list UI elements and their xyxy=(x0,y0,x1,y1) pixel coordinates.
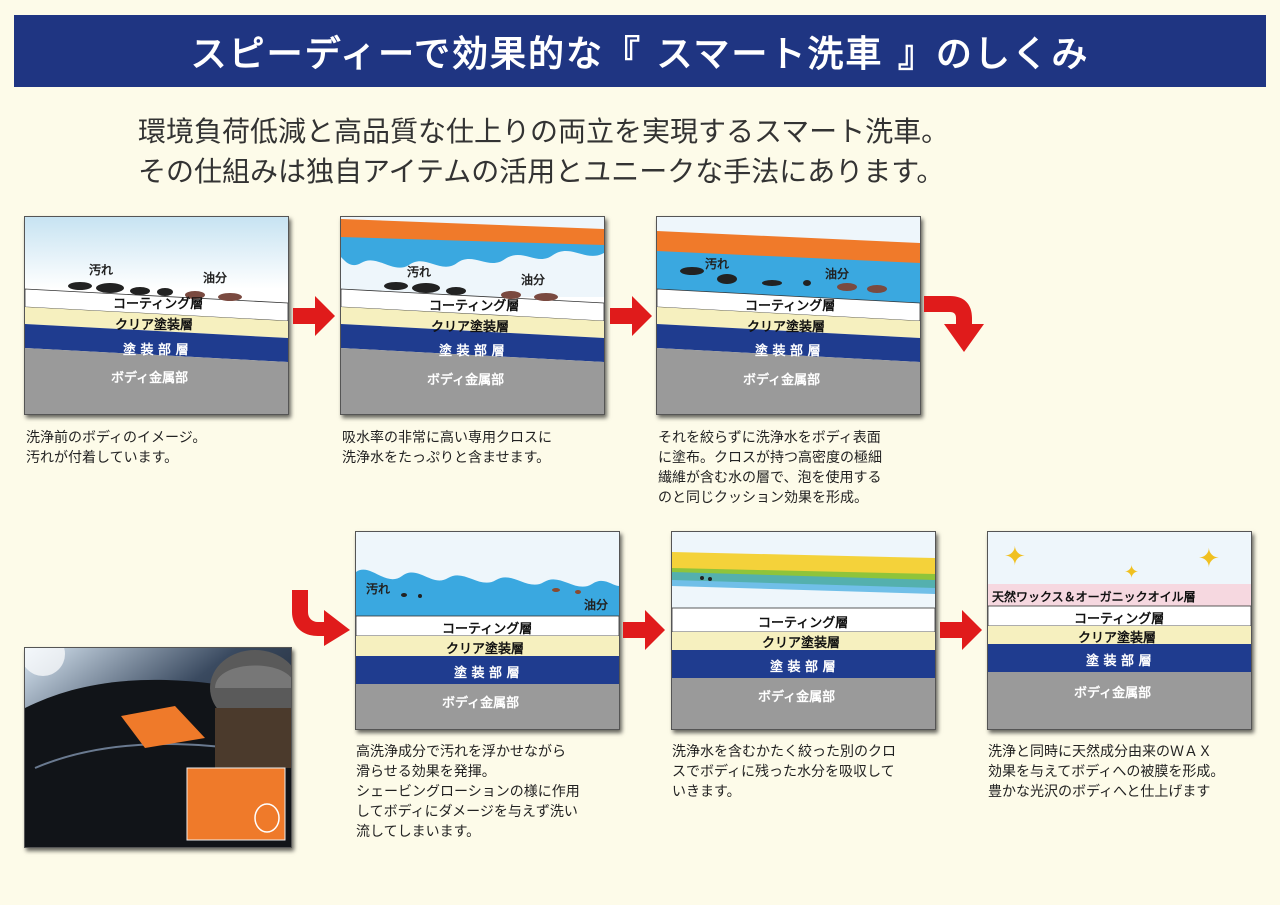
arrow-right-icon xyxy=(623,610,665,650)
page-title: スピーディーで効果的な『 スマート洗車 』のしくみ xyxy=(190,34,1090,75)
step4-panel: 汚れ 油分 コーティング層 クリア塗装層 塗 装 部 層 ボディ金属部 xyxy=(355,531,620,730)
oil-label: 油分 xyxy=(521,273,546,287)
clear-layer-label: クリア塗装層 xyxy=(762,636,841,651)
coating-layer-label: コーティング層 xyxy=(758,616,849,631)
arrow-right-icon xyxy=(610,296,652,336)
metal-layer-label: ボディ金属部 xyxy=(111,371,189,386)
paint-layer-label: 塗 装 部 層 xyxy=(439,344,505,359)
oil-label: 油分 xyxy=(584,598,609,612)
car-washing-photo xyxy=(24,647,292,848)
coating-layer-label: コーティング層 xyxy=(442,622,533,637)
coating-layer-label: コーティング層 xyxy=(113,297,204,312)
metal-layer-label: ボディ金属部 xyxy=(758,690,836,705)
coating-layer-label: コーティング層 xyxy=(429,299,520,314)
metal-layer-label: ボディ金属部 xyxy=(743,373,821,388)
metal-layer-label: ボディ金属部 xyxy=(427,373,505,388)
paint-layer-label: 塗 装 部 層 xyxy=(770,660,836,675)
metal-layer-label: ボディ金属部 xyxy=(1074,686,1152,701)
metal-layer-label: ボディ金属部 xyxy=(442,696,520,711)
clear-layer-label: クリア塗装層 xyxy=(431,320,510,335)
paint-layer-label: 塗 装 部 層 xyxy=(123,343,189,358)
clear-layer-label: クリア塗装層 xyxy=(446,642,525,657)
step6-panel: ✦ ✦ ✦ 天然ワックス＆オーガニックオイル層 コーティング層 クリア塗装層 塗… xyxy=(987,531,1252,730)
step6-caption: 洗浄と同時に天然成分由来のＷＡＸ 効果を与えてボディへの被膜を形成。 豊かな光沢… xyxy=(988,744,1225,800)
paint-layer-label: 塗 装 部 層 xyxy=(1086,654,1152,669)
dirt-label: 汚れ xyxy=(366,582,391,596)
wax-layer-label: 天然ワックス＆オーガニックオイル層 xyxy=(992,590,1196,604)
intro-text: 環境負荷低減と高品質な仕上りの両立を実現するスマート洗車。 その仕組みは独自アイ… xyxy=(138,112,1148,192)
arrow-right-icon xyxy=(293,296,335,336)
sparkle-icon: ✦ xyxy=(1004,542,1026,572)
paint-layer-label: 塗 装 部 層 xyxy=(454,666,520,681)
intro-line-2: その仕組みは独自アイテムの活用とユニークな手法にあります。 xyxy=(138,155,945,188)
sparkle-icon: ✦ xyxy=(1198,544,1220,574)
oil-label: 油分 xyxy=(203,271,228,285)
arrow-right-icon xyxy=(940,610,982,650)
dirt-label: 汚れ xyxy=(705,257,730,271)
arrow-turn-right-icon xyxy=(292,590,350,646)
step3-caption: それを絞らずに洗浄水をボディ表面 に塗布。クロスが持つ高密度の極細 繊維が含む水… xyxy=(658,430,882,506)
oil-label: 油分 xyxy=(825,267,850,281)
sparkle-icon: ✦ xyxy=(1124,562,1140,583)
step2-panel: 汚れ 油分 コーティング層 クリア塗装層 塗 装 部 層 ボディ金属部 xyxy=(340,216,605,415)
coating-layer-label: コーティング層 xyxy=(745,299,836,314)
step4-caption: 高洗浄成分で汚れを浮かせながら 滑らせる効果を発揮。 シェービングローションの様… xyxy=(356,744,580,840)
step5-panel: コーティング層 クリア塗装層 塗 装 部 層 ボディ金属部 xyxy=(671,531,936,730)
clear-layer-label: クリア塗装層 xyxy=(747,320,826,335)
step1-panel: 汚れ 油分 コーティング層 クリア塗装層 塗 装 部 層 ボディ金属部 xyxy=(24,216,289,415)
paint-layer-label: 塗 装 部 層 xyxy=(755,344,821,359)
step2-caption: 吸水率の非常に高い専用クロスに 洗浄水をたっぷりと含ませます。 xyxy=(342,430,552,466)
coating-layer-label: コーティング層 xyxy=(1074,612,1165,627)
step1-caption: 洗浄前のボディのイメージ。 汚れが付着しています。 xyxy=(26,430,207,466)
title-banner: スピーディーで効果的な『 スマート洗車 』のしくみ xyxy=(14,15,1266,87)
arrow-turn-down-icon xyxy=(924,296,984,352)
clear-layer-label: クリア塗装層 xyxy=(115,318,194,333)
intro-line-1: 環境負荷低減と高品質な仕上りの両立を実現するスマート洗車。 xyxy=(138,115,950,148)
dirt-label: 汚れ xyxy=(89,263,114,277)
dirt-label: 汚れ xyxy=(407,265,432,279)
step5-caption: 洗浄水を含むかたく絞った別のクロ スでボディに残った水分を吸収して いきます。 xyxy=(672,744,896,800)
step3-panel: 汚れ 油分 コーティング層 クリア塗装層 塗 装 部 層 ボディ金属部 xyxy=(656,216,921,415)
clear-layer-label: クリア塗装層 xyxy=(1078,631,1157,646)
